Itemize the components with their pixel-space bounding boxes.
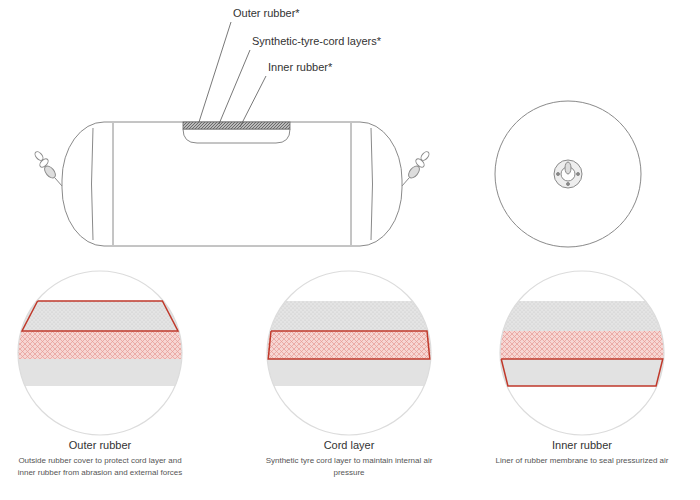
layer-detail: Inner rubberLiner of rubber membrane to …	[487, 269, 677, 467]
layer-description: Outside rubber cover to protect cord lay…	[13, 455, 188, 478]
layer-description: Synthetic tyre cord layer to maintain in…	[262, 455, 437, 478]
magnifier-outline	[500, 271, 664, 435]
layer-heading: Cord layer	[254, 439, 444, 451]
highlight-outline	[22, 301, 178, 331]
layer-detail: Outer rubberOutside rubber cover to prot…	[5, 269, 195, 478]
fender-side-view	[33, 122, 430, 246]
layer-band	[254, 359, 444, 386]
highlight-outline	[501, 359, 663, 386]
layer-detail-circle	[5, 269, 195, 437]
fender-end-view	[495, 101, 641, 247]
layer-band	[5, 331, 195, 359]
layer-band	[487, 331, 677, 359]
layer-band	[254, 331, 444, 359]
layer-band	[5, 359, 195, 386]
part-label: Synthetic-tyre-cord layers*	[252, 35, 381, 47]
part-label: Inner rubber*	[268, 61, 332, 73]
highlight-outline	[268, 331, 430, 359]
layer-detail: Cord layerSynthetic tyre cord layer to m…	[254, 269, 444, 478]
layer-detail-circle	[487, 269, 677, 437]
layer-detail-circle	[254, 269, 444, 437]
layer-description: Liner of rubber membrane to seal pressur…	[495, 455, 670, 467]
layer-heading: Outer rubber	[5, 439, 195, 451]
magnifier-outline	[267, 271, 431, 435]
layer-heading: Inner rubber	[487, 439, 677, 451]
layer-band	[487, 359, 677, 386]
part-label: Outer rubber*	[233, 7, 300, 19]
magnifier-outline	[18, 271, 182, 435]
